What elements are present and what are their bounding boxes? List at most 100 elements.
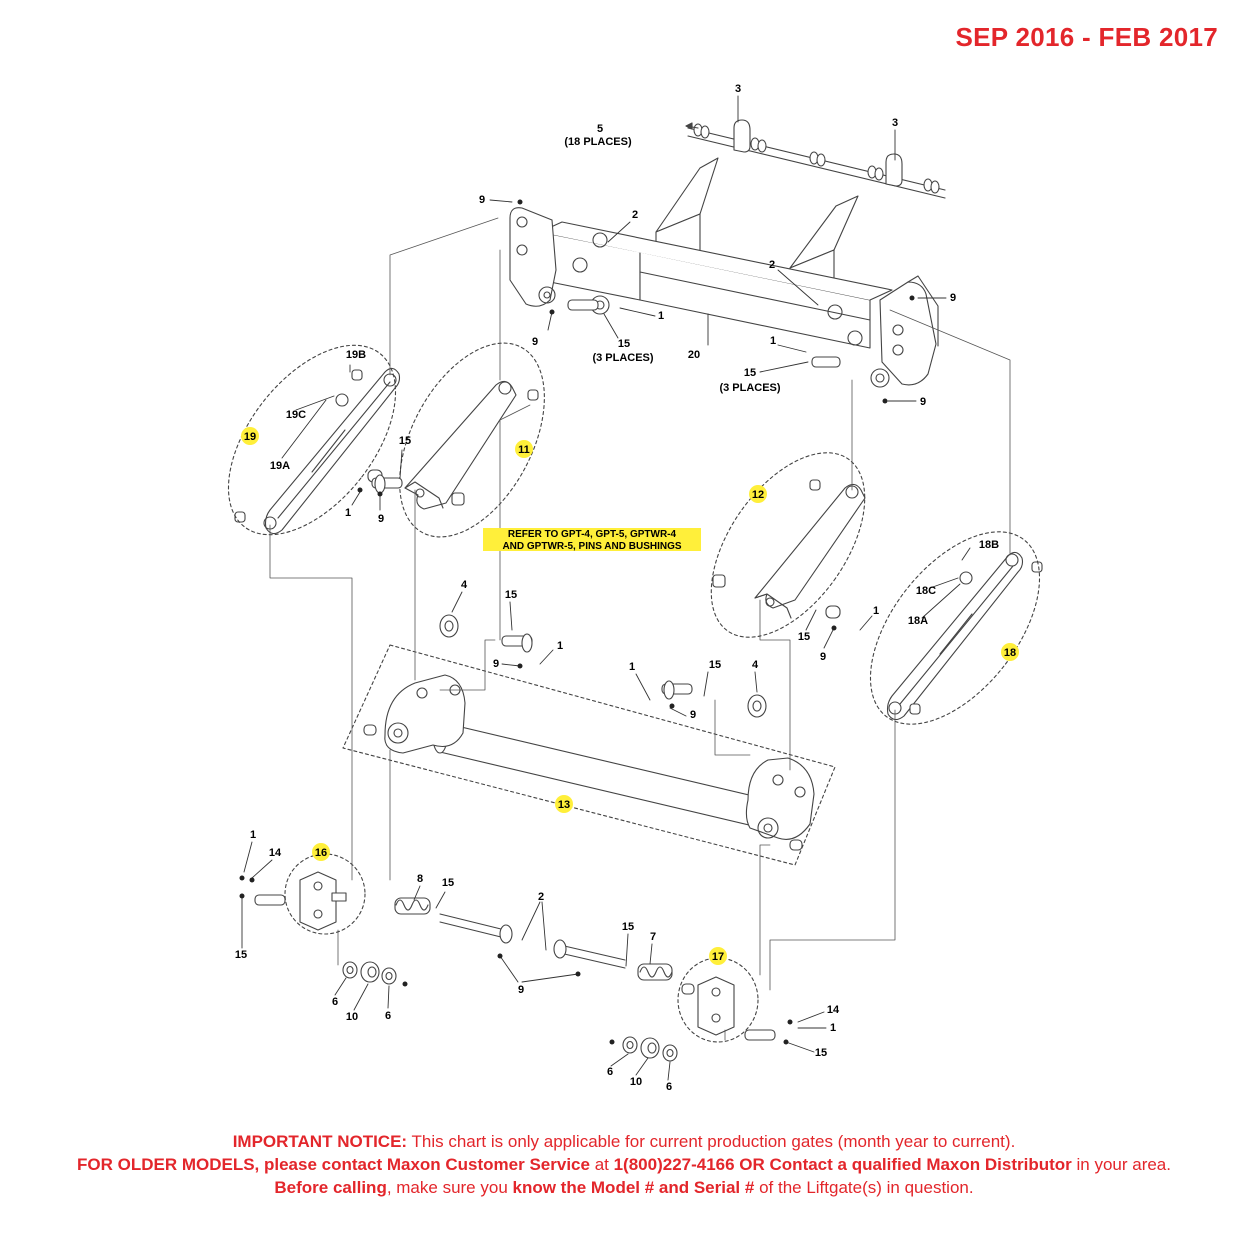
callout-11: 11 <box>515 440 533 458</box>
callout-highlight <box>312 843 330 861</box>
callout-label: 9 <box>950 292 956 304</box>
callout-13: 13 <box>555 795 573 813</box>
callout-9f: 9 <box>493 658 499 670</box>
callout-label: 9 <box>378 513 384 525</box>
callout-label: 18A <box>908 615 928 627</box>
callout-15e: 15 <box>798 631 810 643</box>
callout-1e: 1 <box>873 605 879 617</box>
callout-label: 19A <box>270 460 290 472</box>
arm-11 <box>367 380 539 510</box>
callout-9e: 9 <box>378 513 384 525</box>
hinge-rod-assembly <box>685 119 946 199</box>
callout-9h: 9 <box>690 709 696 721</box>
callout-label: (3 PLACES) <box>592 352 653 364</box>
callout-10b: 10 <box>630 1076 642 1088</box>
callout-label: 1 <box>629 661 635 673</box>
callout-highlight <box>709 947 727 965</box>
arm-12 <box>712 479 866 619</box>
callout-4b: 4 <box>752 659 759 671</box>
callout-label: 15 <box>505 589 517 601</box>
callout-label: 1 <box>873 605 879 617</box>
callout-label: 9 <box>479 194 485 206</box>
callout-label: 1 <box>345 507 351 519</box>
notice-text-2: at <box>589 1155 614 1174</box>
callout-highlight <box>515 440 533 458</box>
callout-label: 6 <box>385 1010 391 1022</box>
callout-label: 4 <box>752 659 759 671</box>
callout-label: 1 <box>770 335 776 347</box>
callout-label: 2 <box>632 209 638 221</box>
callout-16: 16 <box>312 843 330 861</box>
callout-label: 5 <box>597 123 603 135</box>
callout-label: 18C <box>916 585 936 597</box>
notice-text-5: of the Liftgate(s) in question. <box>754 1178 974 1197</box>
callout-1f: 1 <box>629 661 635 673</box>
callout-label: 1 <box>557 640 563 652</box>
callout-label: 2 <box>538 891 544 903</box>
callout-15j: 15 <box>815 1047 827 1059</box>
callout-label: 14 <box>269 847 282 859</box>
callout-label: 10 <box>346 1011 358 1023</box>
callout-6b: 6 <box>385 1010 391 1022</box>
notice-heading: IMPORTANT NOTICE: <box>232 1132 408 1151</box>
callout-1d: 1 <box>557 640 563 652</box>
notice-before-calling: Before calling <box>274 1178 387 1197</box>
callout-highlight <box>241 427 259 445</box>
callout-label: 1 <box>658 310 664 322</box>
notice-text-4: , make sure you <box>386 1178 513 1197</box>
callout-label: 15 <box>235 949 247 961</box>
callout-label: 7 <box>650 931 656 943</box>
shaft-right <box>553 939 626 969</box>
callout-label: 9 <box>518 984 524 996</box>
callout-label: 17 <box>712 951 724 963</box>
callout-label: 6 <box>607 1066 613 1078</box>
callout-1a: 1 <box>658 310 664 322</box>
callout-6a: 6 <box>332 996 338 1008</box>
callout-7: 7 <box>650 931 656 943</box>
main-frame-20 <box>509 157 939 388</box>
callout-10a: 10 <box>346 1011 358 1023</box>
callout-label: 3 <box>892 117 898 129</box>
callout-18c: 18C <box>916 585 936 597</box>
callout-9b: 9 <box>950 292 956 304</box>
callout-highlight <box>749 485 767 503</box>
callout-15b-note: (3 PLACES) <box>719 382 780 394</box>
shaft-left <box>439 913 513 944</box>
callout-9d: 9 <box>920 396 926 408</box>
callout-label: 15 <box>815 1047 827 1059</box>
callout-label: (3 PLACES) <box>719 382 780 394</box>
callout-3a: 3 <box>735 83 741 95</box>
callout-label: 15 <box>798 631 810 643</box>
callout-label: 15 <box>618 338 630 350</box>
callout-label: 2 <box>769 259 775 271</box>
spring-8 <box>394 897 431 915</box>
callout-6c: 6 <box>607 1066 613 1078</box>
callout-18: 18 <box>1001 643 1019 661</box>
callout-8: 8 <box>417 873 423 885</box>
date-range-title: SEP 2016 - FEB 2017 <box>955 22 1218 52</box>
callout-2a: 2 <box>632 209 638 221</box>
callout-9g: 9 <box>820 651 826 663</box>
callout-label: 19 <box>244 431 256 443</box>
callout-15a-note: (3 PLACES) <box>592 352 653 364</box>
callout-label: 12 <box>752 489 764 501</box>
callout-label: 15 <box>709 659 721 671</box>
callout-label: 9 <box>920 396 926 408</box>
cross-tube-13 <box>342 644 836 866</box>
callout-label: 9 <box>820 651 826 663</box>
callout-label: 16 <box>315 847 327 859</box>
callout-19b: 19B <box>346 349 366 361</box>
callout-label: 19B <box>346 349 366 361</box>
arm-18 <box>886 551 1043 721</box>
callout-label: 10 <box>630 1076 642 1088</box>
callout-9a: 9 <box>479 194 485 206</box>
notice-model-serial: know the Model # and Serial # <box>512 1178 755 1197</box>
callout-15d: 15 <box>505 589 517 601</box>
callout-label: (18 PLACES) <box>564 136 632 148</box>
callout-14b: 14 <box>827 1004 840 1016</box>
callout-1c: 1 <box>345 507 351 519</box>
callout-12: 12 <box>749 485 767 503</box>
callout-18b: 18B <box>979 539 999 551</box>
refer-note: REFER TO GPT-4, GPT-5, GPTWR-4 AND GPTWR… <box>483 528 701 552</box>
notice-text-1: This chart is only applicable for curren… <box>407 1132 1016 1151</box>
